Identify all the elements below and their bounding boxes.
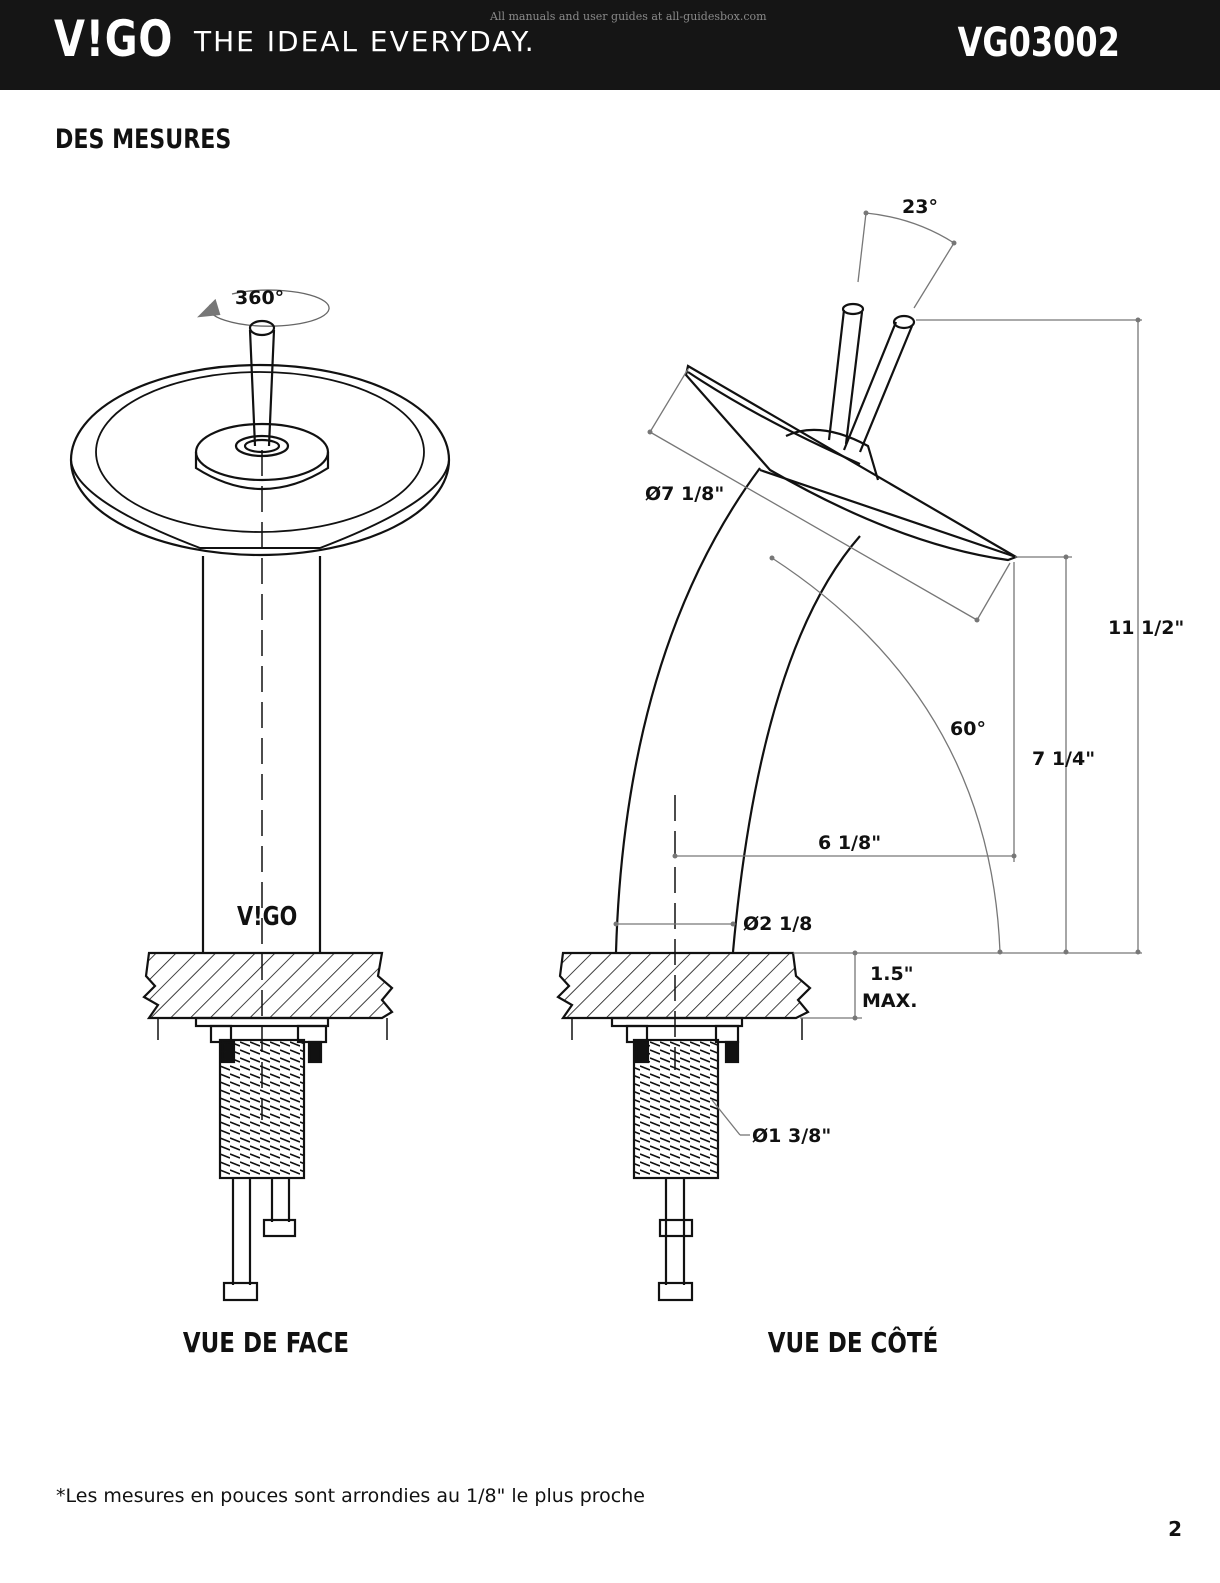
front-view-label: VUE DE FACE [143, 1326, 389, 1359]
total-height-label: 11 1/2" [1108, 617, 1184, 639]
shank-diameter-label: Ø1 3/8" [752, 1125, 831, 1147]
deck-thickness-label: 1.5" [870, 963, 914, 985]
base-diameter-label: Ø2 1/8 [743, 913, 812, 935]
spout-diameter-label: Ø7 1/8" [645, 483, 724, 505]
front-view-drawing [71, 290, 449, 1300]
spout-height-label: 7 1/4" [1032, 748, 1095, 770]
side-view-drawing [558, 304, 1016, 1300]
page-number: 2 [1168, 1517, 1182, 1541]
rotation-angle-label: 360° [235, 287, 284, 309]
body-brand-mark: V!GO [237, 901, 297, 932]
deck-thickness-max-label: MAX. [862, 990, 917, 1012]
reach-label: 6 1/8" [818, 832, 881, 854]
handle-angle-label: 23° [902, 196, 938, 218]
dimension-markers [614, 211, 1141, 1021]
side-view-label: VUE DE CÔTÉ [730, 1326, 976, 1359]
footnote: *Les mesures en pouces sont arrondies au… [56, 1485, 645, 1507]
spout-angle-label: 60° [950, 718, 986, 740]
